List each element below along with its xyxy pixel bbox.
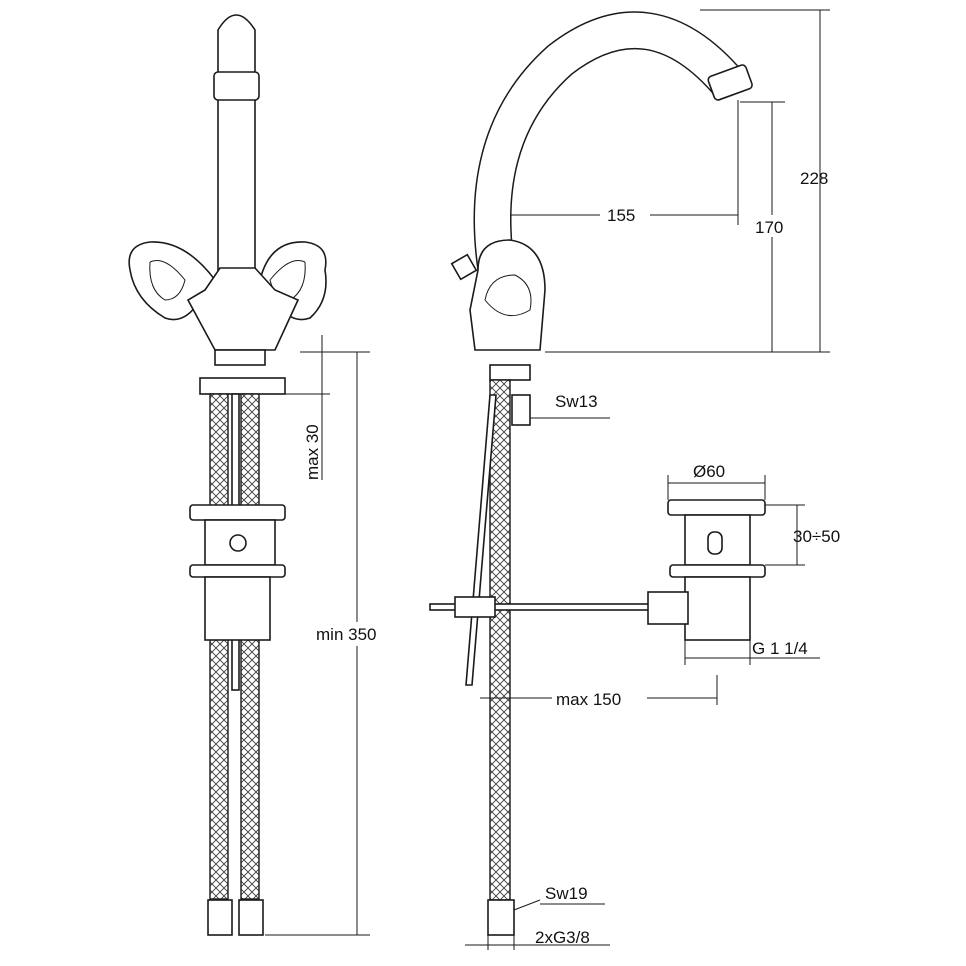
hose-left bbox=[209, 393, 229, 900]
spout-aerator-side bbox=[707, 64, 753, 101]
label-rod-reach: max 150 bbox=[556, 690, 621, 709]
hose-side bbox=[489, 379, 511, 901]
label-sw13: Sw13 bbox=[555, 392, 598, 411]
nut-right bbox=[238, 899, 264, 936]
label-waste-diameter: Ø60 bbox=[693, 462, 725, 481]
label-sw19: Sw19 bbox=[545, 884, 588, 903]
dimension-lines bbox=[265, 9, 830, 950]
waste-flange bbox=[189, 504, 286, 521]
label-spout-reach: 155 bbox=[607, 206, 635, 225]
label-spout-height: 170 bbox=[755, 218, 783, 237]
label-hose-length: min 350 bbox=[316, 625, 376, 644]
spout-tube bbox=[217, 14, 256, 271]
dimension-labels: 228 170 155 max 30 min 350 Sw13 Ø60 30÷5… bbox=[303, 169, 840, 947]
label-waste-range: 30÷50 bbox=[793, 527, 840, 546]
spout-aerator bbox=[213, 71, 260, 101]
nut-left bbox=[207, 899, 233, 936]
mixer-body-side bbox=[469, 239, 546, 351]
mixer-body bbox=[186, 267, 300, 351]
hose-right bbox=[240, 393, 260, 900]
body-base bbox=[214, 349, 266, 366]
side-handle-knob bbox=[450, 253, 478, 281]
label-hose-connection: 2xG3/8 bbox=[535, 928, 590, 947]
label-max-deck: max 30 bbox=[303, 424, 322, 480]
side-view bbox=[429, 11, 766, 936]
label-height-total: 228 bbox=[800, 169, 828, 188]
front-view bbox=[128, 14, 327, 936]
waste-lower bbox=[204, 576, 271, 641]
nut-sw13 bbox=[511, 394, 531, 426]
waste-flange-side bbox=[667, 499, 766, 516]
waste-ring bbox=[189, 564, 286, 578]
mounting-plate bbox=[199, 377, 286, 395]
nut-sw19 bbox=[487, 899, 515, 936]
label-waste-thread: G 1 1/4 bbox=[752, 639, 808, 658]
